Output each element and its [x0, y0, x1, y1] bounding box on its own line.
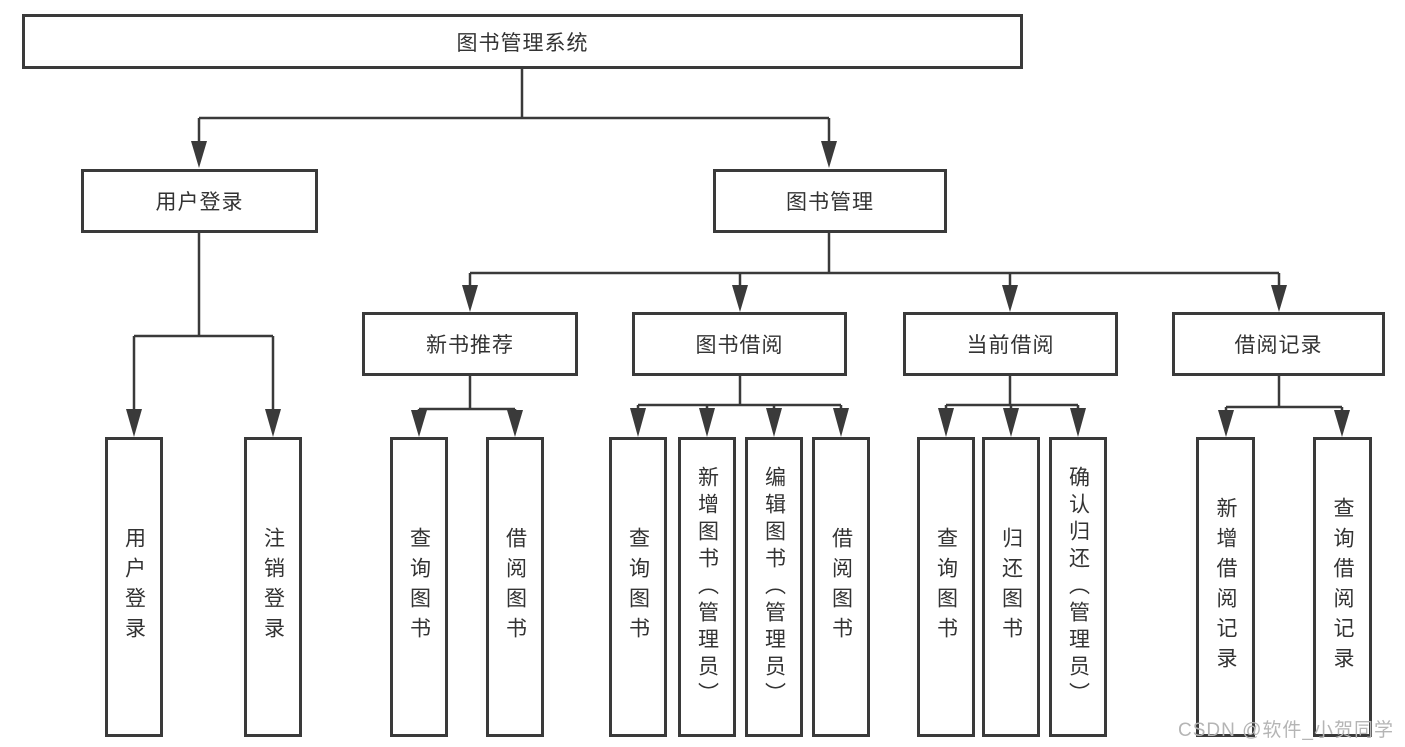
leaf-user-login: 用户登录 [105, 437, 163, 737]
leaf-edit-books-admin: 编辑图书（管理员） [745, 437, 803, 737]
leaf-label: 新增借阅记录 [1214, 497, 1237, 677]
leaf-add-borrow-record: 新增借阅记录 [1196, 437, 1255, 737]
node-new-book-recommendation: 新书推荐 [362, 312, 578, 376]
leaf-label: 借阅图书 [503, 527, 527, 647]
leaf-label: 确认归还（管理员） [1066, 465, 1090, 709]
leaf-query-books-recommend: 查询图书 [390, 437, 448, 737]
leaf-label: 用户登录 [122, 527, 146, 647]
leaf-query-books-current: 查询图书 [917, 437, 975, 737]
node-label: 图书管理系统 [456, 31, 589, 55]
leaf-label: 归还图书 [999, 527, 1023, 647]
node-book-borrowing: 图书借阅 [632, 312, 847, 376]
node-label: 图书管理 [786, 191, 874, 214]
leaf-confirm-return-admin: 确认归还（管理员） [1049, 437, 1107, 737]
node-borrowing-records: 借阅记录 [1172, 312, 1385, 376]
leaf-label: 查询图书 [626, 527, 650, 647]
leaf-label: 借阅图书 [829, 527, 853, 647]
leaf-query-books-borrow: 查询图书 [609, 437, 667, 737]
node-label: 新书推荐 [426, 334, 514, 357]
node-book-management: 图书管理 [713, 169, 947, 233]
leaf-label: 查询图书 [934, 527, 958, 647]
node-current-borrowing: 当前借阅 [903, 312, 1118, 376]
leaf-borrow-books-recommend: 借阅图书 [486, 437, 544, 737]
node-label: 用户登录 [155, 191, 244, 214]
node-label: 借阅记录 [1234, 334, 1323, 357]
leaf-label: 编辑图书（管理员） [762, 465, 786, 709]
leaf-return-books: 归还图书 [982, 437, 1040, 737]
node-library-management-system: 图书管理系统 [22, 14, 1023, 69]
leaf-label: 新增图书（管理员） [695, 465, 719, 709]
watermark: CSDN @软件_小贺同学 [1178, 720, 1394, 741]
node-label: 图书借阅 [695, 334, 784, 357]
leaf-borrow-books: 借阅图书 [812, 437, 870, 737]
arrow-down-icons [126, 141, 1350, 437]
node-label: 当前借阅 [966, 334, 1055, 357]
leaf-label: 查询图书 [407, 527, 431, 647]
leaf-add-books-admin: 新增图书（管理员） [678, 437, 736, 737]
leaf-logout: 注销登录 [244, 437, 302, 737]
leaf-label: 注销登录 [261, 527, 285, 647]
node-user-login: 用户登录 [81, 169, 318, 233]
tree-edges [132, 69, 1344, 413]
leaf-query-borrow-record: 查询借阅记录 [1313, 437, 1372, 737]
leaf-label: 查询借阅记录 [1331, 497, 1354, 677]
